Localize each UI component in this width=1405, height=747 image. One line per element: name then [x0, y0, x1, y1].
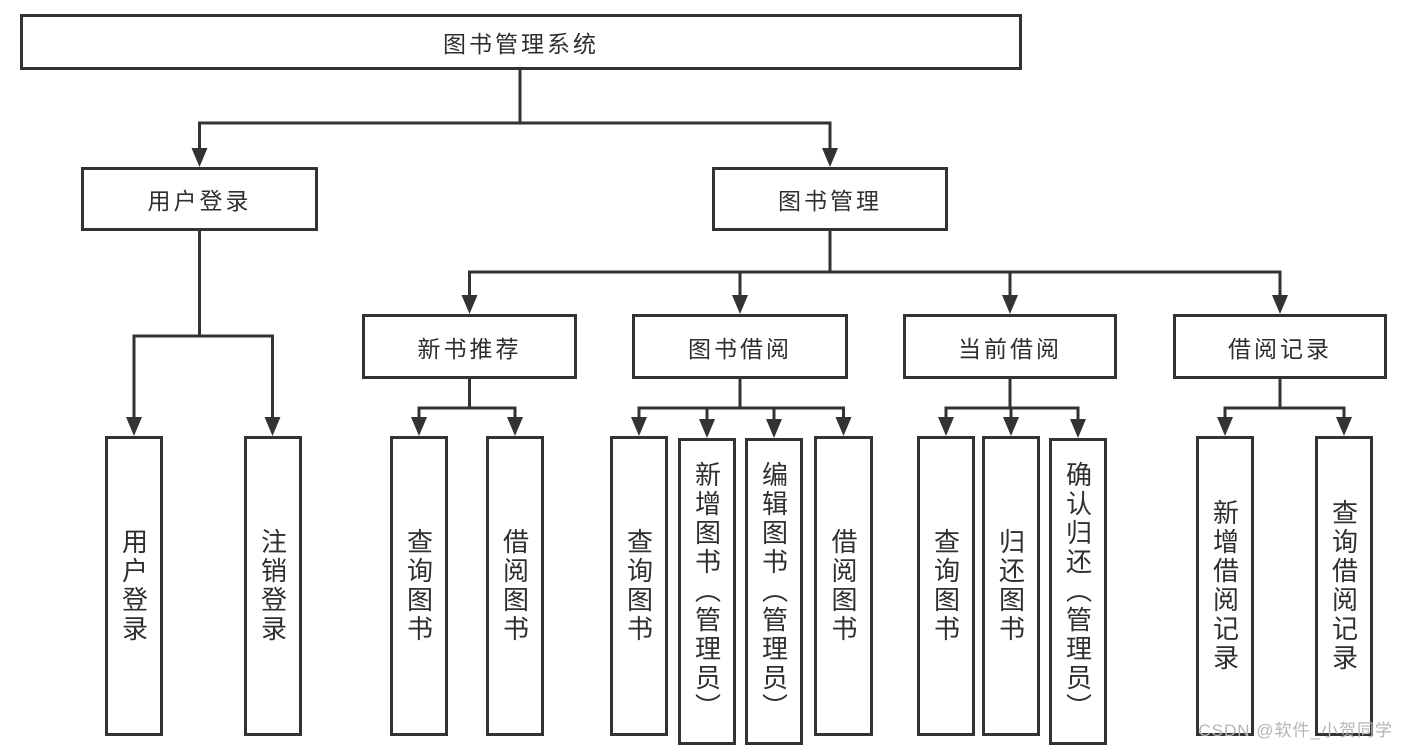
- node-borrow-records: 借阅记录: [1173, 314, 1387, 379]
- leaf-user-login-label: 用户登录: [118, 528, 149, 644]
- node-book-management-label: 图书管理: [778, 188, 882, 214]
- leaf-current-confirm-admin: 确认归还（管理员）: [1049, 438, 1107, 745]
- leaf-newbooks-query: 查询图书: [390, 436, 448, 736]
- node-new-books-label: 新书推荐: [417, 335, 522, 362]
- node-root: 图书管理系统: [20, 14, 1022, 70]
- leaf-logout-login: 注销登录: [244, 436, 302, 736]
- leaf-borrowing-borrow: 借阅图书: [814, 436, 873, 736]
- leaf-current-query-label: 查询图书: [930, 528, 961, 644]
- leaf-borrowing-borrow-label: 借阅图书: [828, 528, 858, 644]
- node-current-borrowing-label: 当前借阅: [958, 335, 1062, 362]
- leaf-user-login: 用户登录: [105, 436, 163, 736]
- leaf-newbooks-borrow: 借阅图书: [486, 436, 544, 736]
- leaf-borrowing-query: 查询图书: [610, 436, 668, 736]
- connector-book-management-children: [461, 230, 1288, 314]
- connector-borrow-records-children: [1217, 378, 1352, 436]
- leaf-borrowing-add-admin: 新增图书（管理员）: [678, 438, 736, 745]
- leaf-borrowing-add-admin-label: 新增图书（管理员）: [691, 461, 722, 722]
- node-new-books: 新书推荐: [362, 314, 577, 379]
- node-user-login: 用户登录: [81, 167, 318, 231]
- connector-user-login-children: [126, 230, 281, 436]
- node-book-management: 图书管理: [712, 167, 948, 231]
- leaf-current-confirm-admin-label: 确认归还（管理员）: [1062, 461, 1093, 722]
- node-book-borrowing: 图书借阅: [632, 314, 848, 379]
- leaf-records-query-label: 查询借阅记录: [1328, 499, 1359, 673]
- connector-book-borrowing-children: [631, 378, 852, 438]
- node-user-login-label: 用户登录: [147, 188, 252, 214]
- leaf-current-return: 归还图书: [982, 436, 1040, 736]
- connector-root-to-level2: [191, 69, 838, 167]
- leaf-current-query: 查询图书: [917, 436, 975, 736]
- leaf-newbooks-borrow-label: 借阅图书: [499, 528, 530, 644]
- leaf-borrowing-edit-admin-label: 编辑图书（管理员）: [758, 461, 789, 722]
- leaf-newbooks-query-label: 查询图书: [403, 528, 434, 644]
- csdn-watermark: CSDN @软件_小贺同学: [1198, 721, 1393, 740]
- leaf-borrowing-edit-admin: 编辑图书（管理员）: [745, 438, 803, 745]
- leaf-borrowing-query-label: 查询图书: [623, 528, 654, 644]
- leaf-records-add: 新增借阅记录: [1196, 436, 1254, 736]
- node-root-label: 图书管理系统: [443, 31, 599, 57]
- node-borrow-records-label: 借阅记录: [1228, 335, 1332, 362]
- leaf-records-query: 查询借阅记录: [1315, 436, 1373, 736]
- leaf-records-add-label: 新增借阅记录: [1209, 499, 1240, 673]
- leaf-logout-login-label: 注销登录: [257, 528, 288, 644]
- connector-new-books-children: [411, 378, 523, 436]
- node-current-borrowing: 当前借阅: [903, 314, 1117, 379]
- leaf-current-return-label: 归还图书: [995, 528, 1026, 644]
- connector-current-borrowing-children: [938, 378, 1086, 438]
- node-book-borrowing-label: 图书借阅: [688, 335, 792, 362]
